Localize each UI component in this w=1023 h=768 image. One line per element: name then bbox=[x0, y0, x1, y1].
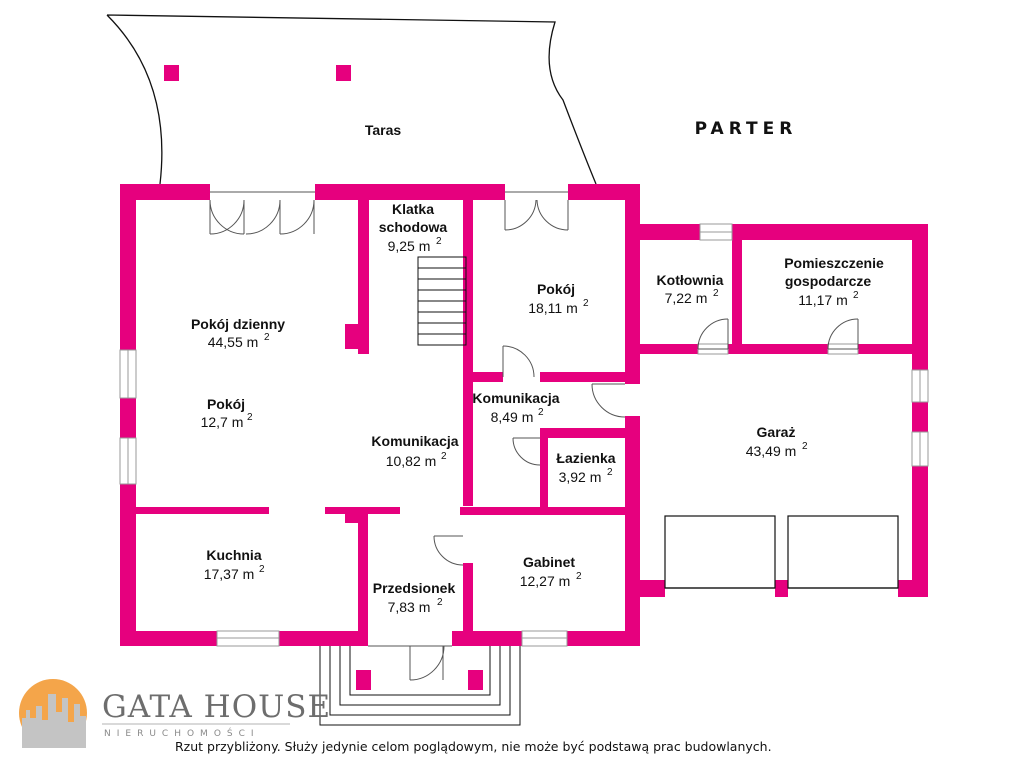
room-area-unit-sup: 2 bbox=[538, 407, 544, 418]
room-area-unit-sup: 2 bbox=[583, 298, 589, 309]
room-name-garaz: Garaż bbox=[757, 424, 796, 440]
room-area-lazienka: 3,92 m bbox=[559, 469, 602, 485]
room-name-gabinet: Gabinet bbox=[523, 554, 575, 570]
room-area-kotlownia: 7,22 m bbox=[665, 290, 708, 306]
room-name-kotlownia: Kotłownia bbox=[657, 272, 724, 288]
room-name-pomieszczenie-line1: Pomieszczenie bbox=[784, 255, 884, 271]
room-area-unit-sup: 2 bbox=[264, 332, 270, 343]
brand-tagline: NIERUCHOMOŚCI bbox=[104, 727, 260, 739]
room-area-kuchnia: 17,37 m bbox=[204, 566, 255, 582]
room-area-unit-sup: 2 bbox=[259, 564, 265, 575]
staircase bbox=[417, 256, 467, 346]
windows bbox=[119, 223, 929, 647]
room-area-unit-sup: 2 bbox=[576, 571, 582, 582]
room-area-unit-sup: 2 bbox=[802, 441, 808, 452]
terrace-doors bbox=[209, 191, 569, 235]
interior-doors bbox=[368, 318, 859, 681]
room-name-komunikacja-upper: Komunikacja bbox=[472, 390, 559, 406]
room-name-taras: Taras bbox=[365, 122, 402, 138]
room-area-unit-sup: 2 bbox=[436, 236, 442, 247]
room-name-kuchnia: Kuchnia bbox=[206, 547, 261, 563]
room-area-unit-sup: 2 bbox=[441, 451, 447, 462]
room-area-garaz: 43,49 m bbox=[746, 443, 797, 459]
terrace-pillar bbox=[164, 65, 179, 81]
room-area-przedsionek: 7,83 m bbox=[388, 599, 431, 615]
room-name-lazienka: Łazienka bbox=[556, 450, 615, 466]
room-area-komunikacja-upper: 8,49 m bbox=[491, 409, 534, 425]
room-name-przedsionek: Przedsionek bbox=[373, 580, 456, 596]
room-area-pomieszczenie: 11,17 m bbox=[798, 292, 848, 308]
room-area-klatka: 9,25 m bbox=[388, 238, 431, 254]
room-area-unit-sup: 2 bbox=[247, 412, 253, 423]
room-area-unit-sup: 2 bbox=[853, 290, 859, 301]
floor-title: PARTER bbox=[695, 119, 798, 139]
brand-name: GATA HOUSE bbox=[102, 689, 331, 725]
room-name-pokoj-top: Pokój bbox=[537, 281, 575, 297]
disclaimer-text: Rzut przybliżony. Służy jedynie celom po… bbox=[175, 739, 772, 754]
room-area-unit-sup: 2 bbox=[713, 288, 719, 299]
room-area-unit-sup: 2 bbox=[607, 467, 613, 478]
room-area-unit-sup: 2 bbox=[437, 597, 443, 608]
terrace-outline bbox=[106, 14, 597, 185]
room-area-pokoj-dzienny: 44,55 m bbox=[208, 334, 259, 350]
room-area-komunikacja-lower: 10,82 m bbox=[386, 453, 437, 469]
walls bbox=[120, 184, 928, 690]
city-skyline-sun-icon bbox=[19, 679, 87, 748]
room-name-klatka-line2: schodowa bbox=[379, 219, 448, 235]
garage-doors bbox=[664, 515, 899, 589]
room-area-pokoj-small: 12,7 m bbox=[201, 414, 244, 430]
room-area-gabinet: 12,27 m bbox=[520, 573, 571, 589]
room-area-pokoj-top: 18,11 m bbox=[528, 300, 578, 316]
room-name-pokoj-dzienny: Pokój dzienny bbox=[191, 316, 285, 332]
room-name-pomieszczenie-line2: gospodarcze bbox=[785, 273, 872, 289]
room-name-klatka-line1: Klatka bbox=[392, 201, 434, 217]
entry-steps bbox=[319, 646, 521, 726]
room-name-pokoj-small: Pokój bbox=[207, 396, 245, 412]
terrace-pillar bbox=[336, 65, 351, 81]
room-name-komunikacja-lower: Komunikacja bbox=[371, 433, 458, 449]
